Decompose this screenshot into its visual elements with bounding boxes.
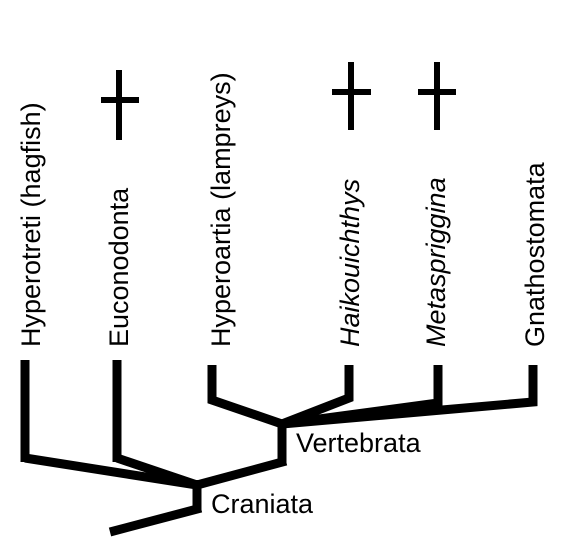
taxon-label-metaspriggina: Metaspriggina	[421, 177, 451, 347]
branch-gnathostomata	[281, 365, 538, 429]
taxon-label-euconodonta: Euconodonta	[104, 187, 134, 347]
branch-haikouichthys	[280, 365, 354, 429]
branch-hyperoartia	[207, 365, 284, 429]
branch-root	[108, 503, 203, 537]
taxon-label-haikouichthys: Haikouichthys	[335, 179, 365, 347]
branch-to-craniata-conodonts	[115, 453, 199, 490]
branch-to-craniata-hagfish	[24, 453, 198, 490]
clade-label-craniata: Craniata	[211, 489, 314, 519]
taxon-label-hyperotreti: Hyperotreti (hagfish)	[16, 102, 46, 347]
branch-to-craniata-vertebrata	[195, 456, 288, 490]
dagger-icon	[332, 62, 371, 130]
taxon-label-gnathostomata: Gnathostomata	[520, 161, 550, 347]
taxon-label-hyperoartia: Hyperoartia (lampreys)	[206, 72, 236, 347]
dagger-icon	[418, 62, 456, 130]
dagger-icon	[101, 70, 139, 140]
clade-label-vertebrata: Vertebrata	[296, 428, 422, 458]
